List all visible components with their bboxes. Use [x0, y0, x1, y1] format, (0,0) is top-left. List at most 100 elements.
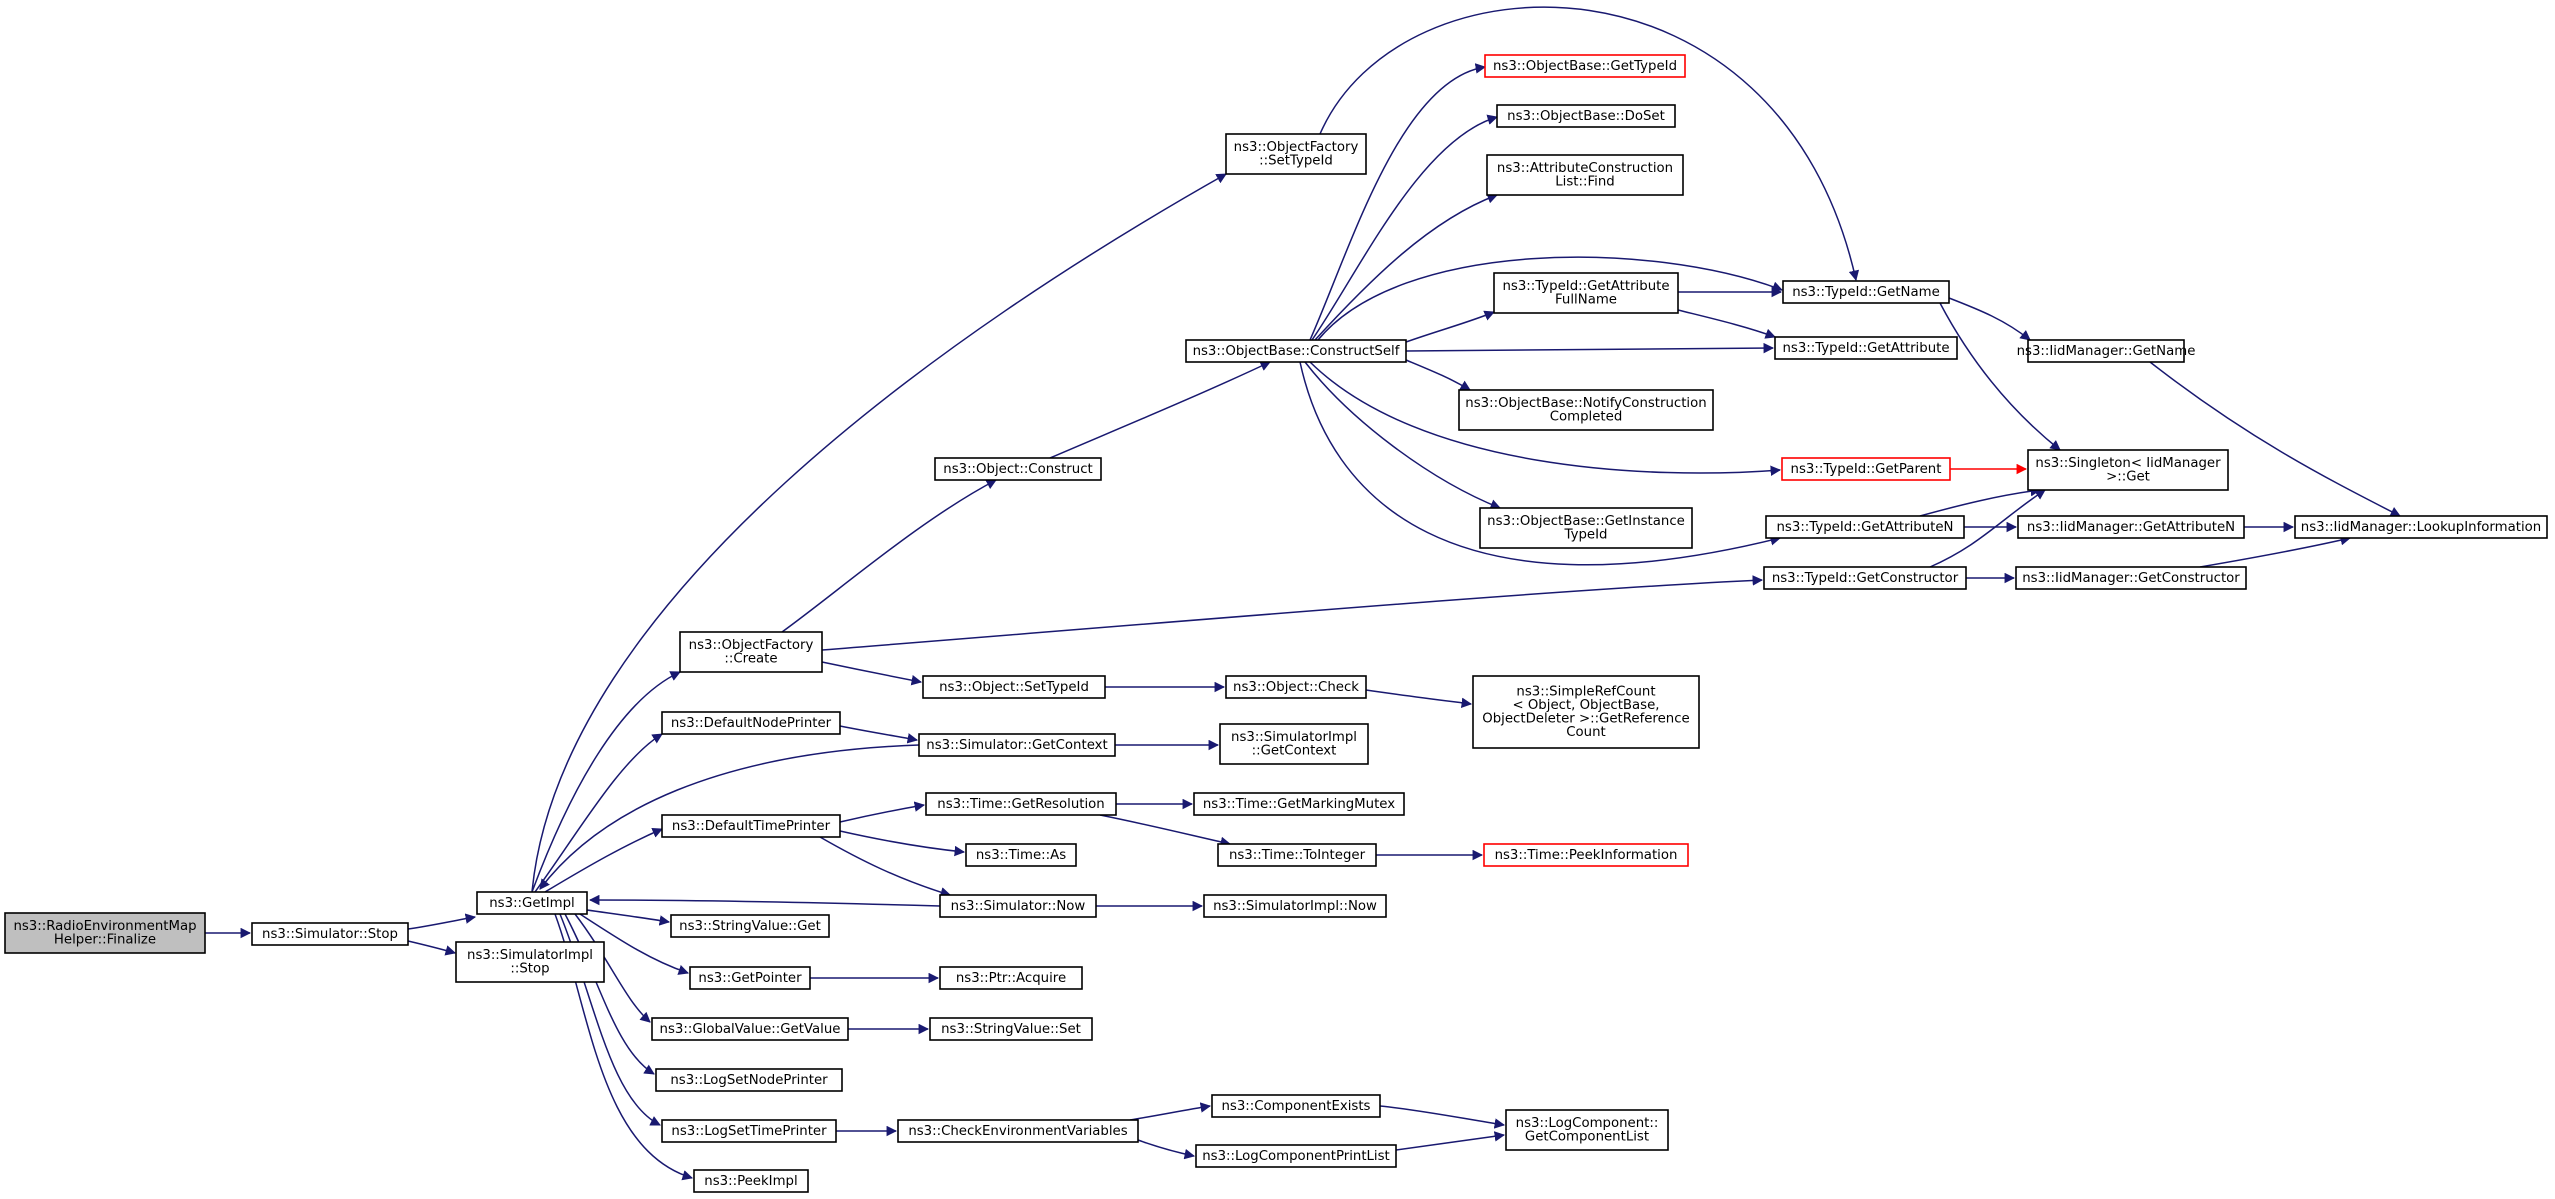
node-time-peekinfo-box[interactable]: [1483, 843, 1689, 867]
node-sim-now[interactable]: ns3::Simulator::Now: [939, 894, 1097, 918]
edge-tid-getconstructor-to-singleton-get: [1929, 489, 2046, 568]
node-defnodeprinter-box[interactable]: [661, 711, 841, 735]
node-logcompprint-box[interactable]: [1195, 1144, 1397, 1168]
node-logcomp-getlist[interactable]: ns3::LogComponent::GetComponentList: [1505, 1109, 1669, 1151]
node-obj-check-box[interactable]: [1225, 675, 1367, 699]
node-tid-getattribute[interactable]: ns3::TypeId::GetAttribute: [1774, 336, 1958, 360]
node-checkenv-box[interactable]: [897, 1119, 1139, 1143]
node-time-peekinfo[interactable]: ns3::Time::PeekInformation: [1483, 843, 1689, 867]
node-ob-getinstance-box[interactable]: [1479, 507, 1693, 549]
node-gv-getvalue[interactable]: ns3::GlobalValue::GetValue: [651, 1017, 849, 1041]
node-simimpl-stop[interactable]: ns3::SimulatorImpl::Stop: [455, 941, 605, 983]
node-srefcount[interactable]: ns3::SimpleRefCount< Object, ObjectBase,…: [1472, 675, 1700, 749]
node-iid-getconstructor-box[interactable]: [2015, 566, 2247, 590]
node-tid-getattrn[interactable]: ns3::TypeId::GetAttributeN: [1765, 515, 1965, 539]
node-compexists[interactable]: ns3::ComponentExists: [1211, 1094, 1381, 1118]
node-obj-settypeid[interactable]: ns3::Object::SetTypeId: [922, 675, 1106, 699]
node-logsetnode[interactable]: ns3::LogSetNodePrinter: [655, 1068, 843, 1092]
node-tid-getattrn-box[interactable]: [1765, 515, 1965, 539]
node-tid-getconstructor[interactable]: ns3::TypeId::GetConstructor: [1763, 566, 1967, 590]
node-gv-getvalue-box[interactable]: [651, 1017, 849, 1041]
node-simimpl-stop-box[interactable]: [455, 941, 605, 983]
node-iid-getconstructor[interactable]: ns3::IidManager::GetConstructor: [2015, 566, 2247, 590]
node-time-tointeger[interactable]: ns3::Time::ToInteger: [1217, 843, 1377, 867]
node-ob-notify[interactable]: ns3::ObjectBase::NotifyConstructionCompl…: [1458, 389, 1714, 431]
node-logsetnode-box[interactable]: [655, 1068, 843, 1092]
node-sim-stop-box[interactable]: [251, 922, 409, 946]
node-checkenv[interactable]: ns3::CheckEnvironmentVariables: [897, 1119, 1139, 1143]
node-iid-getattrn-box[interactable]: [2017, 515, 2245, 539]
node-logsettime-box[interactable]: [661, 1119, 837, 1143]
node-of-create-box[interactable]: [679, 631, 823, 673]
node-getpointer-box[interactable]: [689, 966, 811, 990]
node-obj-construct-box[interactable]: [934, 457, 1102, 481]
node-time-getres-box[interactable]: [925, 792, 1117, 816]
node-tid-getparent-box[interactable]: [1781, 457, 1951, 481]
node-time-as-box[interactable]: [965, 843, 1077, 867]
node-obj-check[interactable]: ns3::Object::Check: [1225, 675, 1367, 699]
node-obj-construct[interactable]: ns3::Object::Construct: [934, 457, 1102, 481]
node-iid-getattrn[interactable]: ns3::IidManager::GetAttributeN: [2017, 515, 2245, 539]
node-sim-getcontext[interactable]: ns3::Simulator::GetContext: [918, 733, 1116, 757]
node-iid-lookup[interactable]: ns3::IidManager::LookupInformation: [2294, 515, 2548, 539]
node-simimpl-getcontext-box[interactable]: [1219, 723, 1369, 765]
node-time-as[interactable]: ns3::Time::As: [965, 843, 1077, 867]
node-peekimpl[interactable]: ns3::PeekImpl: [693, 1169, 809, 1193]
node-getimpl[interactable]: ns3::GetImpl: [476, 891, 588, 915]
node-simimpl-now-box[interactable]: [1203, 894, 1387, 918]
node-strval-get[interactable]: ns3::StringValue::Get: [670, 914, 830, 938]
node-logcomp-getlist-box[interactable]: [1505, 1109, 1669, 1151]
node-getimpl-box[interactable]: [476, 891, 588, 915]
node-strval-set-box[interactable]: [929, 1017, 1093, 1041]
node-obj-settypeid-box[interactable]: [922, 675, 1106, 699]
node-srefcount-box[interactable]: [1472, 675, 1700, 749]
node-iid-getname[interactable]: ns3::IidManager::GetName: [2017, 339, 2196, 363]
node-of-settypeid[interactable]: ns3::ObjectFactory::SetTypeId: [1225, 133, 1367, 175]
node-time-getres[interactable]: ns3::Time::GetResolution: [925, 792, 1117, 816]
node-logsettime[interactable]: ns3::LogSetTimePrinter: [661, 1119, 837, 1143]
node-tid-getname[interactable]: ns3::TypeId::GetName: [1782, 280, 1950, 304]
node-defnodeprinter[interactable]: ns3::DefaultNodePrinter: [661, 711, 841, 735]
node-singleton-get-box[interactable]: [2027, 449, 2229, 491]
node-ob-doset-box[interactable]: [1496, 104, 1676, 128]
node-ob-constructself[interactable]: ns3::ObjectBase::ConstructSelf: [1185, 339, 1407, 363]
node-peekimpl-box[interactable]: [693, 1169, 809, 1193]
node-tid-getparent[interactable]: ns3::TypeId::GetParent: [1781, 457, 1951, 481]
node-sim-stop[interactable]: ns3::Simulator::Stop: [251, 922, 409, 946]
node-ob-gettypeid-box[interactable]: [1484, 54, 1686, 78]
node-getpointer[interactable]: ns3::GetPointer: [689, 966, 811, 990]
node-ob-notify-box[interactable]: [1458, 389, 1714, 431]
node-logcompprint[interactable]: ns3::LogComponentPrintList: [1195, 1144, 1397, 1168]
node-deftimeprinter[interactable]: ns3::DefaultTimePrinter: [661, 814, 841, 838]
node-strval-set[interactable]: ns3::StringValue::Set: [929, 1017, 1093, 1041]
node-tid-getconstructor-box[interactable]: [1763, 566, 1967, 590]
node-simimpl-getcontext[interactable]: ns3::SimulatorImpl::GetContext: [1219, 723, 1369, 765]
node-time-tointeger-box[interactable]: [1217, 843, 1377, 867]
node-tid-getattribute-box[interactable]: [1774, 336, 1958, 360]
node-of-create[interactable]: ns3::ObjectFactory::Create: [679, 631, 823, 673]
node-ob-gettypeid[interactable]: ns3::ObjectBase::GetTypeId: [1484, 54, 1686, 78]
node-iid-lookup-box[interactable]: [2294, 515, 2548, 539]
node-strval-get-box[interactable]: [670, 914, 830, 938]
node-ob-doset[interactable]: ns3::ObjectBase::DoSet: [1496, 104, 1676, 128]
node-ob-constructself-box[interactable]: [1185, 339, 1407, 363]
node-simimpl-now[interactable]: ns3::SimulatorImpl::Now: [1203, 894, 1387, 918]
node-time-getmarking-box[interactable]: [1193, 792, 1405, 816]
node-ptr-acquire-box[interactable]: [939, 966, 1083, 990]
node-deftimeprinter-box[interactable]: [661, 814, 841, 838]
node-sim-getcontext-box[interactable]: [918, 733, 1116, 757]
node-compexists-box[interactable]: [1211, 1094, 1381, 1118]
node-acl-find-box[interactable]: [1486, 154, 1684, 196]
node-of-settypeid-box[interactable]: [1225, 133, 1367, 175]
node-iid-getname-box[interactable]: [2027, 339, 2185, 363]
node-ptr-acquire[interactable]: ns3::Ptr::Acquire: [939, 966, 1083, 990]
node-tid-getattrfull-box[interactable]: [1493, 272, 1679, 314]
node-tid-getname-box[interactable]: [1782, 280, 1950, 304]
edge-ob-constructself-to-ob-gettypeid: [1309, 63, 1487, 341]
node-time-getmarking[interactable]: ns3::Time::GetMarkingMutex: [1193, 792, 1405, 816]
node-singleton-get[interactable]: ns3::Singleton< IidManager >::Get: [2027, 449, 2229, 491]
node-sim-now-box[interactable]: [939, 894, 1097, 918]
